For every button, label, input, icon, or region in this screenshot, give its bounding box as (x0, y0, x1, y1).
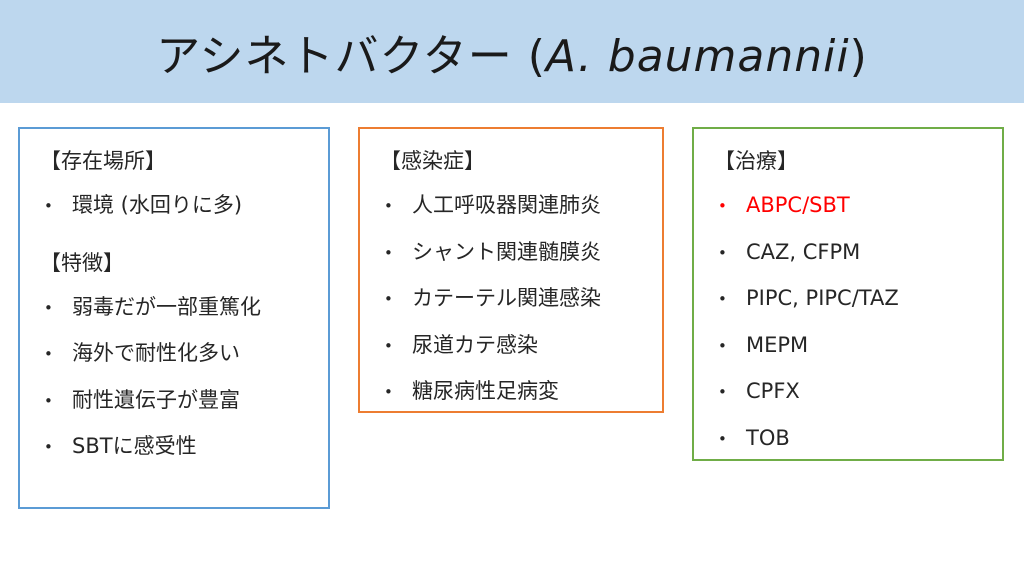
bullet-list: • 弱毒だが一部重篤化 • 海外で耐性化多い • 耐性遺伝子が豊富 • SBTに… (34, 295, 316, 460)
bullet-icon: • (44, 298, 53, 317)
slide-title: アシネトバクター (A. baumannii) (156, 20, 868, 84)
bullet-icon: • (44, 345, 53, 364)
item-text: 弱毒だが一部重篤化 (72, 294, 261, 319)
bullet-list: • 環境 (水回りに多) (34, 193, 316, 219)
item-text: 尿道カテ感染 (412, 332, 538, 357)
section-habitat: 【存在場所】 • 環境 (水回りに多) (34, 145, 316, 219)
list-item-highlighted: • ABPC/SBT (718, 193, 990, 219)
box-treatment: 【治療】 • ABPC/SBT • CAZ, CFPM • PIPC, PIPC… (692, 127, 1004, 461)
bullet-icon: • (384, 197, 393, 215)
box-habitat-features: 【存在場所】 • 環境 (水回りに多) 【特徴】 • 弱毒だが一部重篤化 • 海… (18, 127, 330, 509)
list-item: • 海外で耐性化多い (44, 341, 316, 367)
bullet-icon: • (718, 430, 727, 449)
list-item: • TOB (718, 426, 990, 452)
list-item: • カテーテル関連感染 (384, 286, 650, 312)
list-item: • 弱毒だが一部重篤化 (44, 295, 316, 321)
item-text: PIPC, PIPC/TAZ (746, 286, 899, 311)
bullet-icon: • (44, 391, 53, 410)
bullet-list: • ABPC/SBT • CAZ, CFPM • PIPC, PIPC/TAZ … (708, 193, 990, 452)
item-text: CAZ, CFPM (746, 239, 861, 264)
list-item: • CPFX (718, 379, 990, 405)
list-item: • 耐性遺伝子が豊富 (44, 388, 316, 414)
list-item: • MEPM (718, 333, 990, 359)
bullet-icon: • (718, 383, 727, 402)
item-text: SBTに感受性 (72, 434, 197, 459)
list-item: • 糖尿病性足病変 (384, 379, 650, 405)
item-text: 人工呼吸器関連肺炎 (412, 193, 601, 217)
section-heading: 【感染症】 (380, 149, 485, 173)
title-suffix: ) (849, 30, 868, 82)
title-species-name: A. baumannii (545, 30, 850, 82)
section-features: 【特徴】 • 弱毒だが一部重篤化 • 海外で耐性化多い • 耐性遺伝子が豊富 •… (34, 247, 316, 460)
item-text: 糖尿病性足病変 (412, 379, 559, 404)
list-item: • 環境 (水回りに多) (44, 193, 316, 219)
list-item: • CAZ, CFPM (718, 240, 990, 266)
section-heading: 【特徴】 (40, 250, 124, 275)
item-text: 耐性遺伝子が豊富 (72, 387, 240, 412)
list-item: • PIPC, PIPC/TAZ (718, 286, 990, 312)
bullet-icon: • (384, 243, 393, 262)
item-text: ABPC/SBT (746, 193, 850, 217)
item-text: 環境 (水回りに多) (72, 193, 243, 217)
title-prefix: アシネトバクター ( (156, 30, 546, 82)
title-band: アシネトバクター (A. baumannii) (0, 0, 1024, 103)
list-item: • シャント関連髄膜炎 (384, 240, 650, 266)
bullet-icon: • (384, 290, 393, 309)
section-infections: 【感染症】 • 人工呼吸器関連肺炎 • シャント関連髄膜炎 • カテーテル関連感… (374, 145, 650, 405)
bullet-icon: • (384, 336, 393, 355)
list-item: • 人工呼吸器関連肺炎 (384, 193, 650, 219)
item-text: カテーテル関連感染 (412, 286, 601, 311)
bullet-icon: • (718, 243, 727, 262)
section-heading: 【存在場所】 (40, 149, 166, 173)
item-text: 海外で耐性化多い (72, 341, 240, 366)
item-text: シャント関連髄膜炎 (412, 239, 601, 264)
section-heading: 【治療】 (714, 149, 798, 173)
bullet-icon: • (718, 197, 727, 215)
bullet-icon: • (44, 438, 53, 457)
box-infections: 【感染症】 • 人工呼吸器関連肺炎 • シャント関連髄膜炎 • カテーテル関連感… (358, 127, 664, 413)
item-text: MEPM (746, 332, 809, 357)
bullet-list: • 人工呼吸器関連肺炎 • シャント関連髄膜炎 • カテーテル関連感染 • 尿道… (374, 193, 650, 405)
bullet-icon: • (384, 383, 393, 402)
list-item: • SBTに感受性 (44, 434, 316, 460)
bullet-icon: • (718, 336, 727, 355)
bullet-icon: • (718, 290, 727, 309)
bullet-icon: • (44, 197, 53, 215)
list-item: • 尿道カテ感染 (384, 333, 650, 359)
item-text: CPFX (746, 379, 800, 404)
section-treatment: 【治療】 • ABPC/SBT • CAZ, CFPM • PIPC, PIPC… (708, 145, 990, 452)
item-text: TOB (746, 426, 790, 451)
